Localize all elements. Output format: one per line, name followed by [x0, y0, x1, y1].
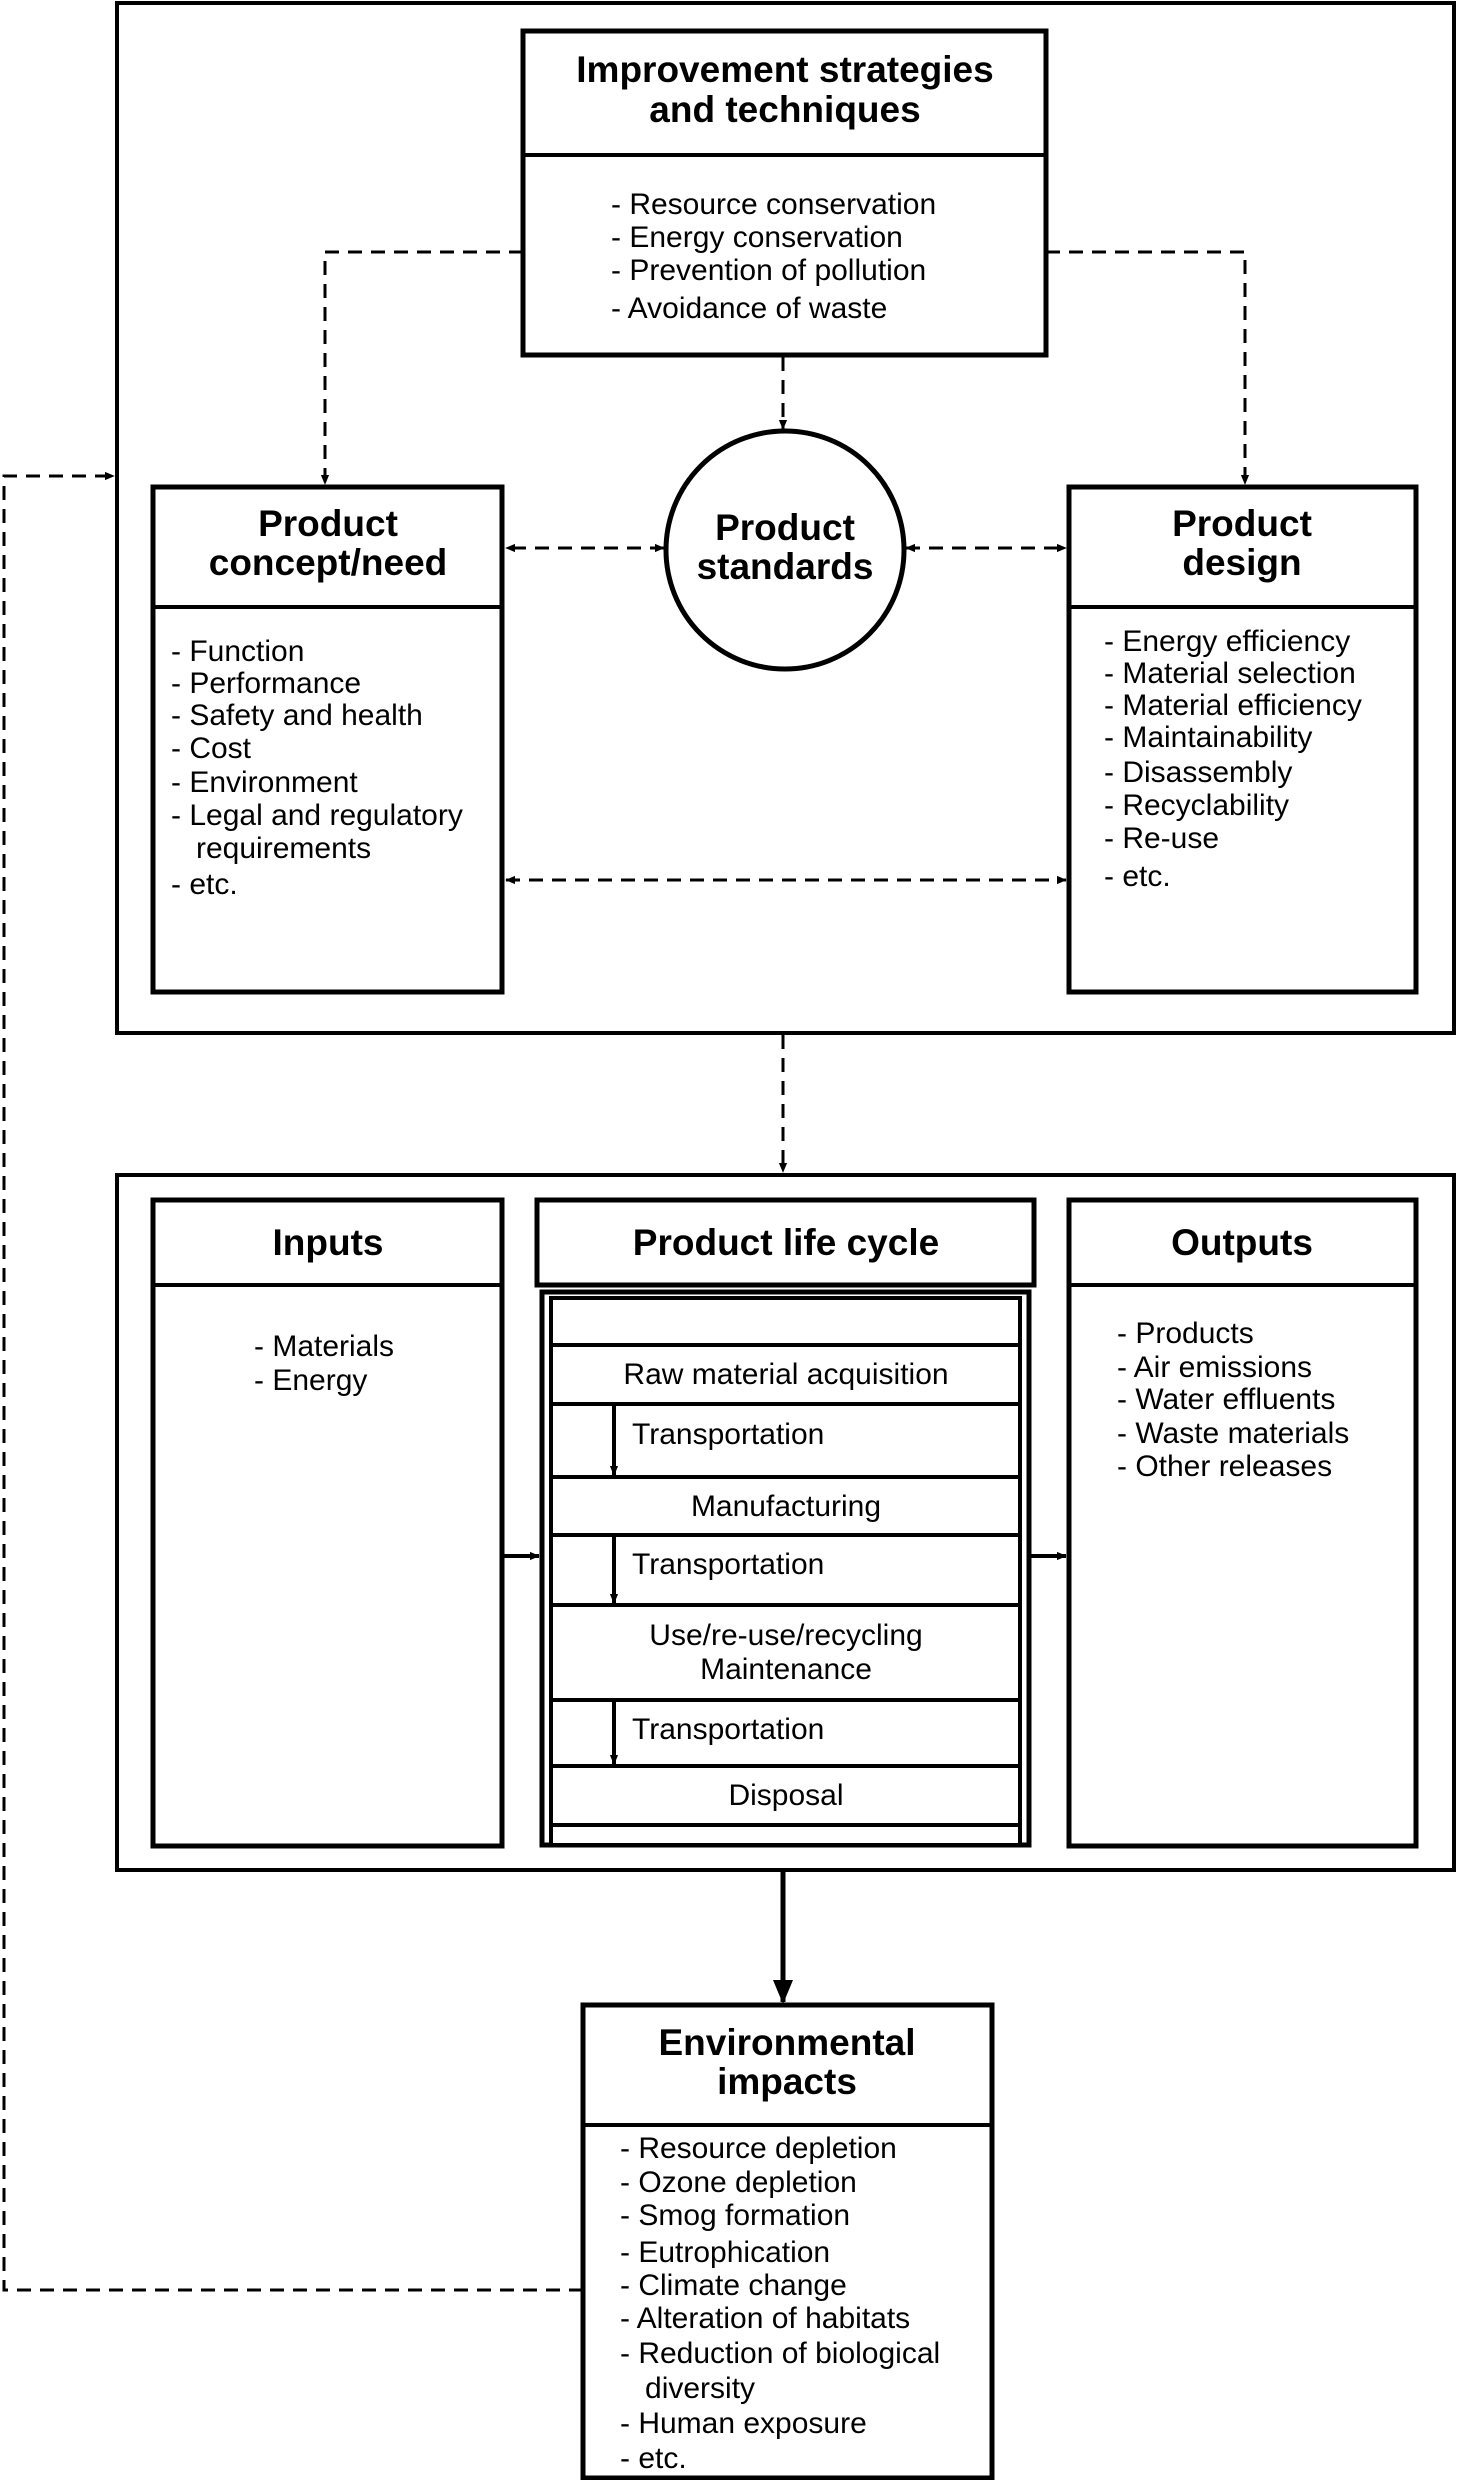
design-item: - Disassembly — [1104, 756, 1292, 789]
stage-manufacturing-label: Manufacturing — [691, 1490, 881, 1523]
product-concept-box: Product concept/need - Function - Perfor… — [150, 484, 505, 995]
improvement-item: - Avoidance of waste — [611, 292, 887, 325]
stage-use-label-line-2: Maintenance — [700, 1653, 872, 1686]
stage-raw-material: Raw material acquisition — [549, 1343, 1022, 1406]
inputs-title: Inputs — [273, 1222, 384, 1263]
outputs-item: - Products — [1117, 1317, 1254, 1350]
transport-label-2: Transportation — [632, 1548, 824, 1581]
stage-use-recycling: Use/re-use/recycling Maintenance — [549, 1603, 1022, 1702]
outputs-item: - Air emissions — [1117, 1351, 1312, 1384]
inputs-item: - Energy — [254, 1364, 367, 1397]
stage-disposal: Disposal — [549, 1764, 1022, 1827]
design-item: - etc. — [1104, 860, 1171, 893]
design-item: - Energy efficiency — [1104, 625, 1350, 658]
transport-label-1: Transportation — [632, 1418, 824, 1451]
improvement-strategies-box: Improvement strategies and techniques - … — [520, 28, 1049, 358]
concept-item: - etc. — [171, 868, 238, 901]
design-title-line-1: Product — [1172, 503, 1312, 544]
impacts-item: - Ozone depletion — [620, 2166, 857, 2199]
impacts-title-line-2: impacts — [717, 2061, 857, 2102]
improvement-title-line-2: and techniques — [649, 89, 920, 130]
stage-disposal-label: Disposal — [728, 1779, 843, 1812]
design-item: - Recyclability — [1104, 789, 1289, 822]
concept-item: - Function — [171, 635, 304, 668]
inputs-box: Inputs - Materials - Energy — [150, 1197, 505, 1849]
concept-item: - Safety and health — [171, 699, 423, 732]
product-standards-circle: Product standards — [663, 428, 907, 672]
concept-title-line-1: Product — [258, 503, 398, 544]
concept-item: - Performance — [171, 667, 361, 700]
stage-raw-material-label: Raw material acquisition — [623, 1358, 948, 1391]
impacts-item: - Human exposure — [620, 2407, 867, 2440]
product-design-box: Product design - Energy efficiency - Mat… — [1066, 484, 1419, 995]
impacts-item: diversity — [620, 2372, 755, 2405]
concept-item: requirements — [171, 832, 371, 865]
outputs-title: Outputs — [1171, 1222, 1313, 1263]
impacts-item: - Resource depletion — [620, 2132, 897, 2165]
stage-manufacturing: Manufacturing — [549, 1475, 1022, 1537]
impacts-item: - etc. — [620, 2442, 687, 2475]
improvement-item: - Resource conservation — [611, 188, 936, 221]
improvement-item: - Energy conservation — [611, 221, 903, 254]
improvement-title-line-1: Improvement strategies — [576, 49, 993, 90]
arrow-improvement-to-concept — [320, 250, 523, 485]
arrow-improvement-to-design — [1046, 250, 1250, 485]
design-title-line-2: design — [1182, 542, 1301, 583]
design-item: - Re-use — [1104, 822, 1219, 855]
stage-use-label-line-1: Use/re-use/recycling — [649, 1619, 922, 1652]
impacts-item: - Climate change — [620, 2269, 847, 2302]
impacts-item: - Eutrophication — [620, 2236, 830, 2269]
impacts-item: - Smog formation — [620, 2199, 850, 2232]
standards-title-line-2: standards — [697, 546, 874, 587]
improvement-item: - Prevention of pollution — [611, 254, 926, 287]
design-item: - Maintainability — [1104, 721, 1312, 754]
outputs-item: - Other releases — [1117, 1450, 1332, 1483]
lifecycle-title: Product life cycle — [633, 1222, 939, 1263]
outputs-box: Outputs - Products - Air emissions - Wat… — [1066, 1197, 1419, 1849]
concept-item: - Cost — [171, 732, 252, 765]
inputs-item: - Materials — [254, 1330, 394, 1363]
concept-title-line-2: concept/need — [209, 542, 448, 583]
outputs-item: - Waste materials — [1117, 1417, 1349, 1450]
concept-item: - Legal and regulatory — [171, 799, 463, 832]
design-item: - Material efficiency — [1104, 689, 1362, 722]
concept-item: - Environment — [171, 766, 358, 799]
design-item: - Material selection — [1104, 657, 1356, 690]
environmental-impacts-box: Environmental impacts - Resource depleti… — [580, 2002, 995, 2480]
outputs-item: - Water effluents — [1117, 1383, 1335, 1416]
arrow-feedback-impacts-to-design — [2, 471, 583, 2292]
impacts-item: - Reduction of biological — [620, 2337, 940, 2370]
impacts-item: - Alteration of habitats — [620, 2302, 910, 2335]
standards-title-line-1: Product — [715, 507, 855, 548]
transport-label-3: Transportation — [632, 1713, 824, 1746]
impacts-title-line-1: Environmental — [659, 2022, 916, 2063]
